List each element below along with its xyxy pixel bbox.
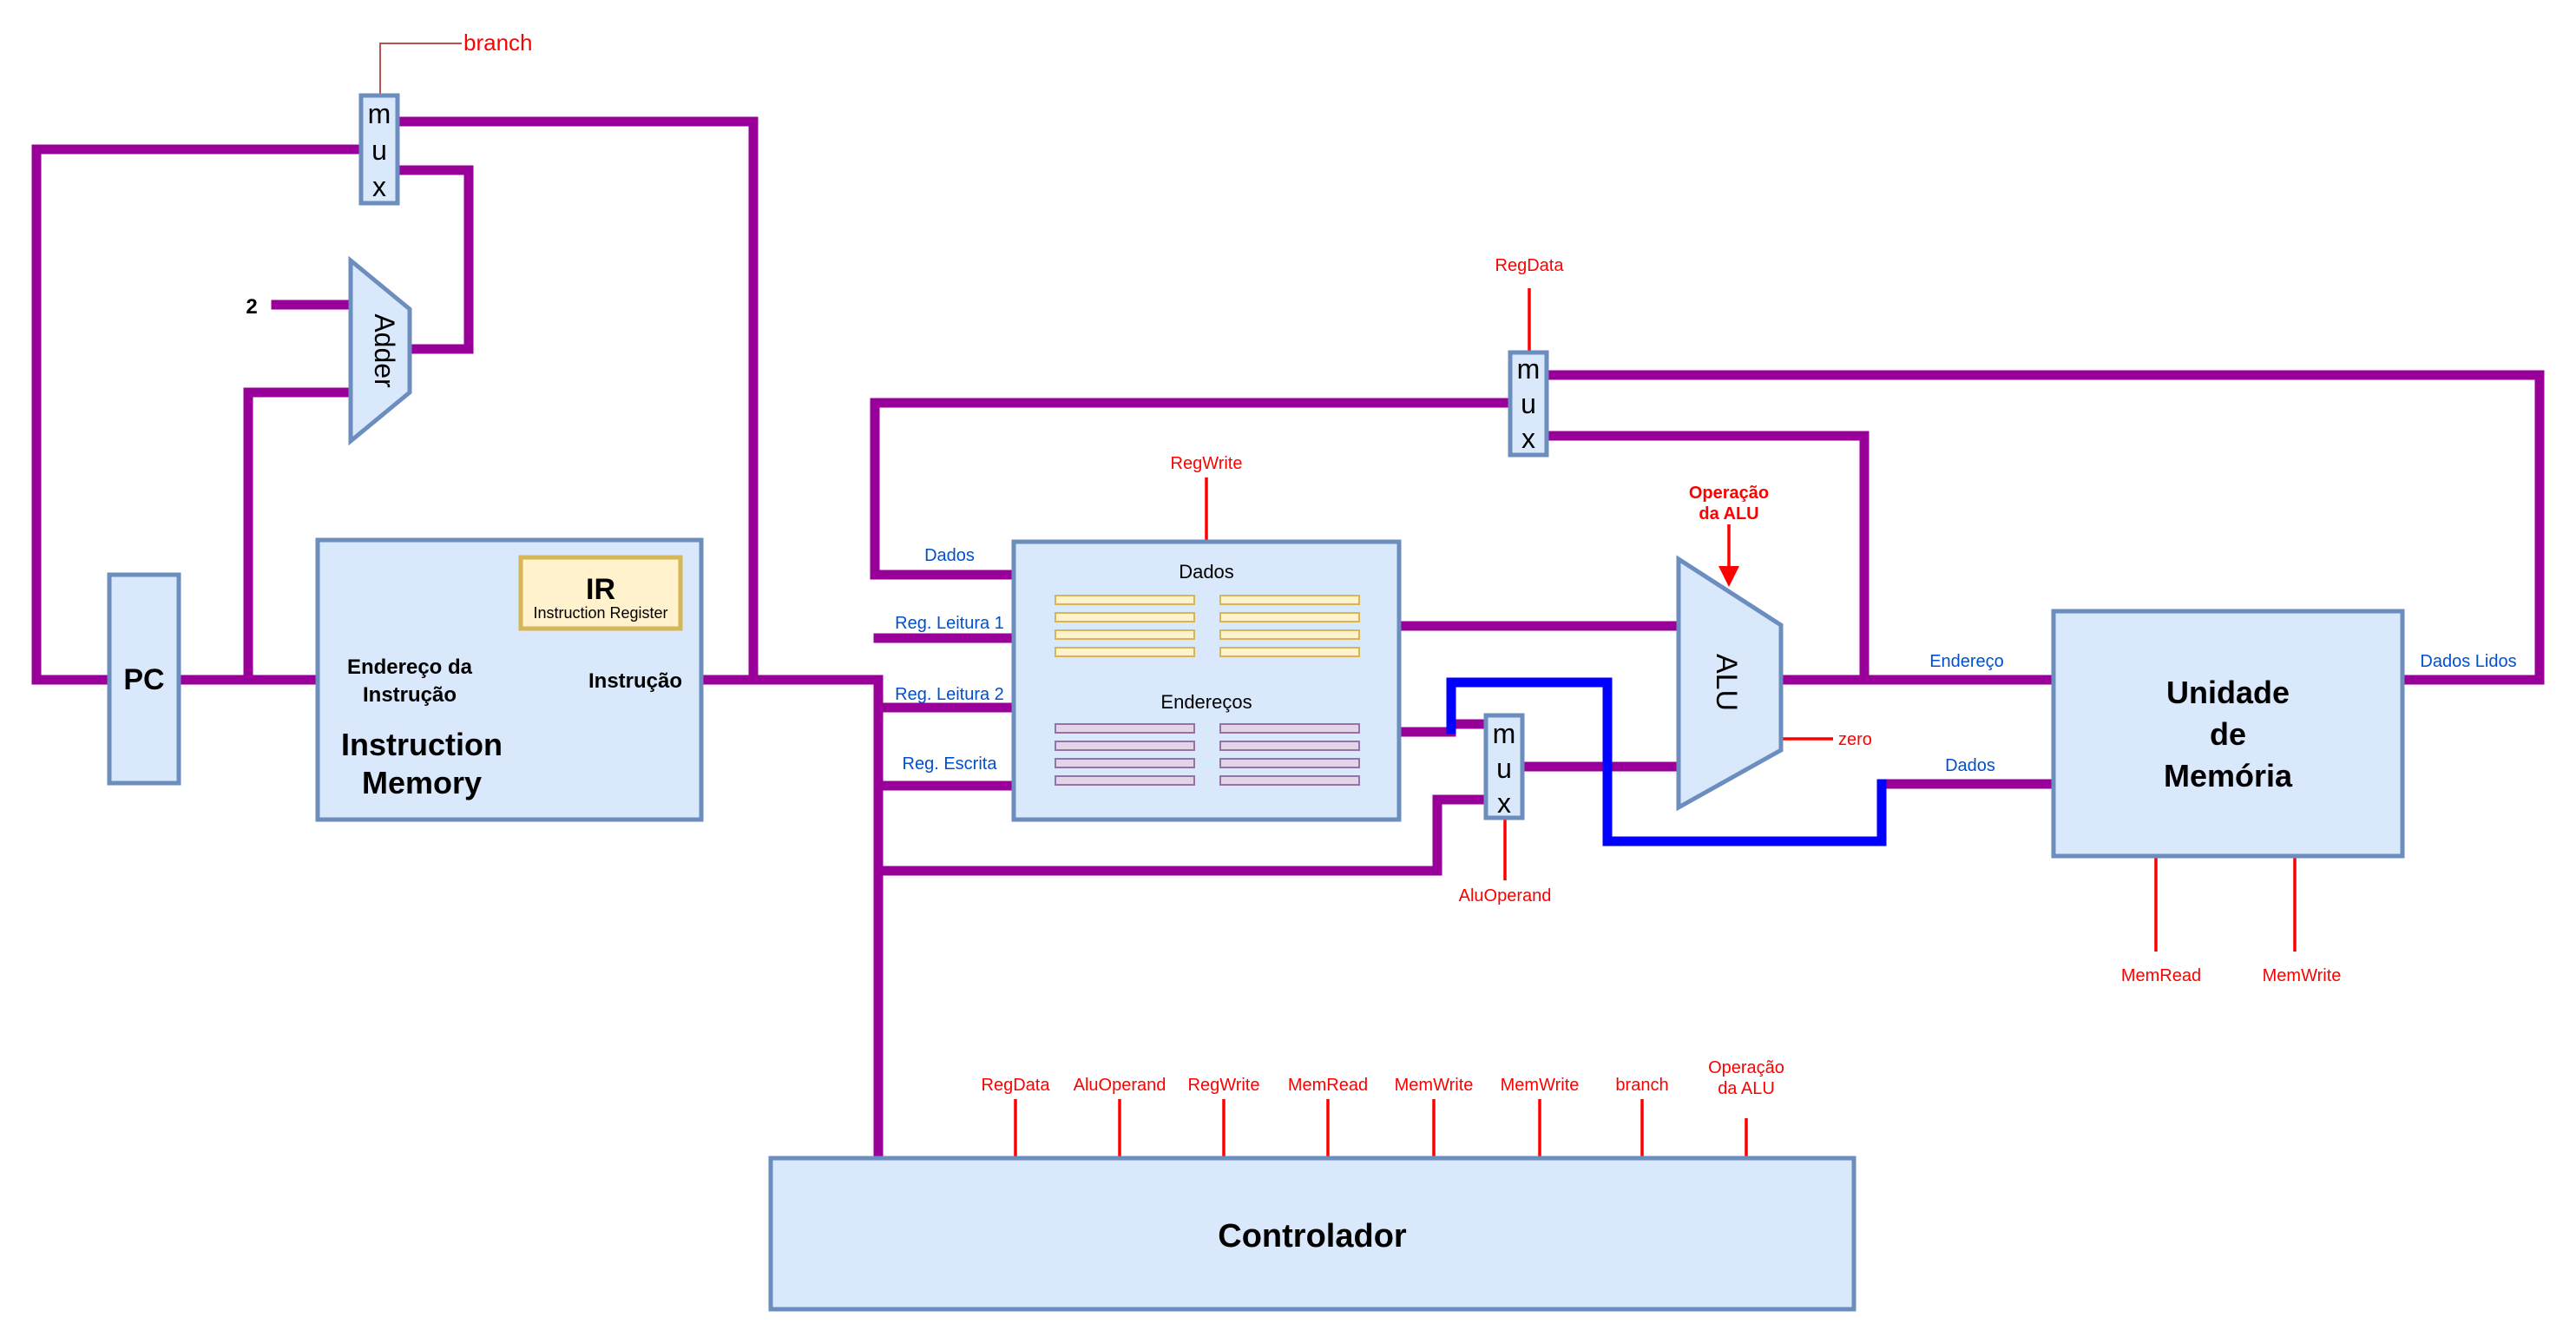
memory-in-data: Dados [1945, 756, 1995, 775]
branch-mux-u: u [371, 135, 387, 166]
controller-label: Controlador [1218, 1218, 1407, 1255]
regfile-in-dados: Dados [924, 546, 975, 565]
memory-out-read: Dados Lidos [2420, 652, 2516, 671]
regdata-mux-x: x [1521, 423, 1535, 454]
pc-label: PC [123, 663, 164, 696]
imem-title-line2: Memory [362, 765, 482, 800]
wire-mem-read-out [1543, 370, 2545, 685]
datapath-wires [31, 116, 2545, 1163]
imem-address-line1: Endereço da [347, 655, 473, 679]
alu-mux-u: u [1496, 753, 1512, 784]
memory-title-line1: Unidade [2166, 675, 2290, 710]
alu-operand-mux: m u x AluOperand [1459, 713, 1552, 906]
regfile-address-rows [1055, 723, 1360, 786]
wire-read2-to-alu-mux [1394, 719, 1491, 737]
ctrl-out-regdata: RegData [982, 1076, 1051, 1095]
alu-zero-label: zero [1838, 730, 1872, 749]
adder-label: Adder [369, 313, 400, 388]
pc-block: PC [107, 572, 181, 786]
adder-const-input: 2 [246, 295, 257, 319]
alu-op-label-line2: da ALU [1699, 504, 1758, 524]
alu-mux-m: m [1493, 718, 1516, 749]
imem-output-label: Instrução [588, 669, 682, 693]
memread-control-label: MemRead [2121, 966, 2201, 985]
controller-block: Controlador RegData AluOperand RegWrite … [768, 1058, 1856, 1312]
ctrl-out-regwrite: RegWrite [1188, 1076, 1260, 1095]
wire-store-data-bus [1446, 677, 1887, 846]
wire-imm-to-alu-mux [873, 794, 1491, 876]
wire-adder-to-mux [392, 165, 474, 354]
branch-control-label: branch [463, 30, 533, 56]
regdata-control-label: RegData [1495, 256, 1565, 275]
memory-in-address: Endereço [1929, 652, 2004, 671]
ctrl-out-aluop-line1: Operação [1708, 1058, 1784, 1077]
alu-op-arrowhead [1718, 566, 1739, 587]
wire-pc-to-adder [243, 387, 356, 685]
branch-mux: m u x branch [358, 30, 533, 206]
ctrl-out-aluoperand: AluOperand [1074, 1076, 1166, 1095]
ir-subtitle: Instruction Register [533, 604, 667, 622]
branch-mux-m: m [368, 98, 391, 129]
branch-mux-x: x [372, 171, 386, 202]
ctrl-out-memread: MemRead [1288, 1076, 1368, 1095]
ctrl-out-branch: branch [1615, 1076, 1668, 1095]
ir-title: IR [586, 573, 615, 606]
instruction-register [518, 555, 683, 631]
regfile-data-rows [1055, 595, 1360, 657]
regfile-in-read1: Reg. Leitura 1 [895, 614, 1004, 633]
alu-block: ALU Operação da ALU zero [1676, 484, 1872, 812]
branch-control-line [379, 43, 462, 96]
wire-branch-target [392, 116, 759, 685]
control-lines [379, 43, 2297, 1158]
regdata-mux-m: m [1517, 353, 1541, 385]
regfile-data-title: Dados [1179, 561, 1234, 583]
regwrite-control-label: RegWrite [1171, 454, 1243, 473]
memory-unit-block: Unidade de Memória Endereço Dados Dados … [1929, 609, 2517, 985]
wire-regdata-to-dados [870, 398, 1515, 580]
ctrl-out-aluop-line2: da ALU [1718, 1079, 1775, 1098]
ctrl-out-memwrite: MemWrite [1395, 1076, 1474, 1095]
alu-mux-x: x [1497, 787, 1511, 819]
register-file-block: Dados Endereços RegWrite Dados Reg. Leit… [895, 454, 1402, 822]
imem-address-line2: Instrução [363, 683, 457, 707]
adder-block: Adder 2 [246, 255, 412, 446]
instruction-memory-block: IR Instruction Register Endereço da Inst… [315, 537, 704, 822]
regdata-mux: m u x RegData [1495, 256, 1565, 458]
memory-title-line2: de [2210, 716, 2246, 752]
regfile-in-write: Reg. Escrita [903, 754, 998, 774]
regdata-mux-u: u [1521, 388, 1536, 419]
imem-title-line1: Instruction [341, 727, 503, 762]
memory-title-line3: Memória [2164, 758, 2293, 794]
regfile-address-title: Endereços [1160, 691, 1252, 713]
regfile-in-read2: Reg. Leitura 2 [895, 685, 1004, 704]
wire-pc-to-branch-mux [31, 144, 366, 685]
memwrite-control-label: MemWrite [2263, 966, 2342, 985]
alu-op-label-line1: Operação [1689, 484, 1769, 503]
wire-alu-to-regdata-mux [1543, 431, 1870, 685]
ctrl-out-memwrite2: MemWrite [1501, 1076, 1580, 1095]
aluoperand-control-label: AluOperand [1459, 886, 1552, 906]
alu-label: ALU [1710, 654, 1743, 711]
